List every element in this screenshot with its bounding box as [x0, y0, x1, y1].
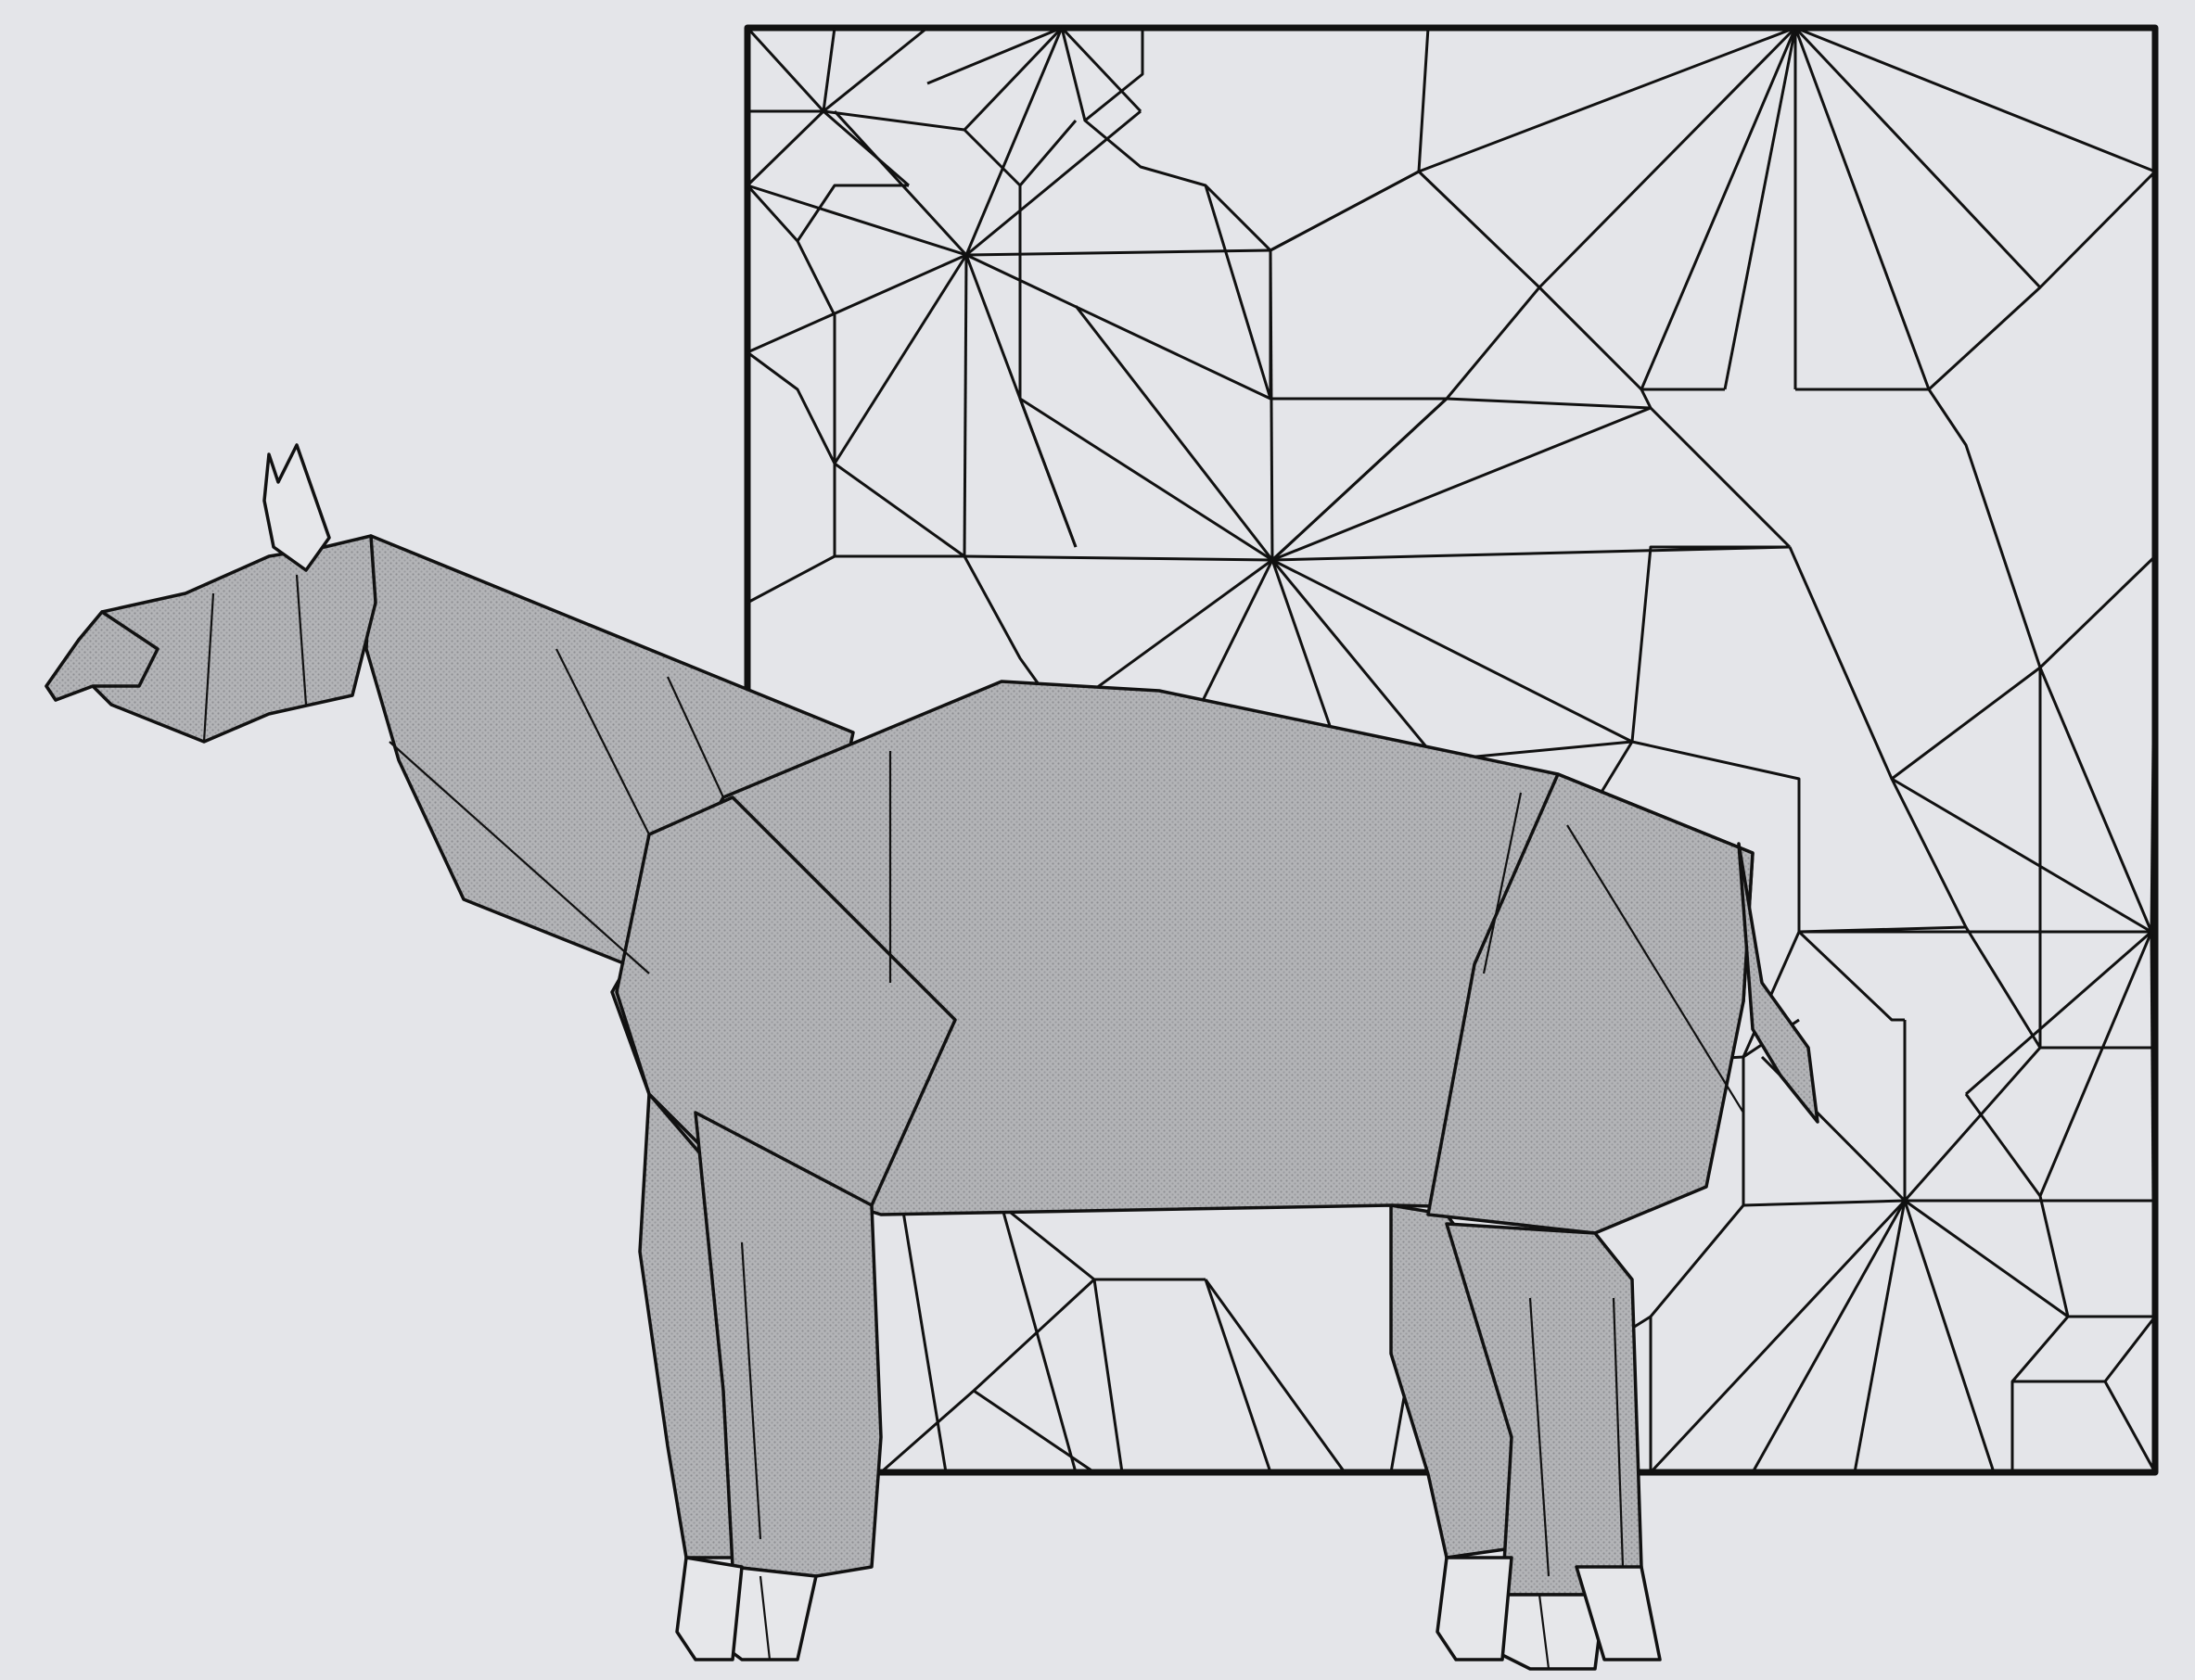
crease-hub-top-mid — [927, 28, 1142, 130]
crease-hub-top-left — [747, 28, 964, 185]
crease-hub-top — [1419, 28, 2155, 389]
crease-hub-right — [1799, 556, 2155, 1472]
origami-model — [46, 445, 1818, 1669]
crease-hub-upper-left — [747, 28, 1270, 556]
front-hoof-far — [677, 1558, 742, 1660]
hind-hoof-far — [1437, 1558, 1512, 1660]
ear — [264, 445, 329, 570]
crease-hub-center — [964, 250, 1790, 760]
